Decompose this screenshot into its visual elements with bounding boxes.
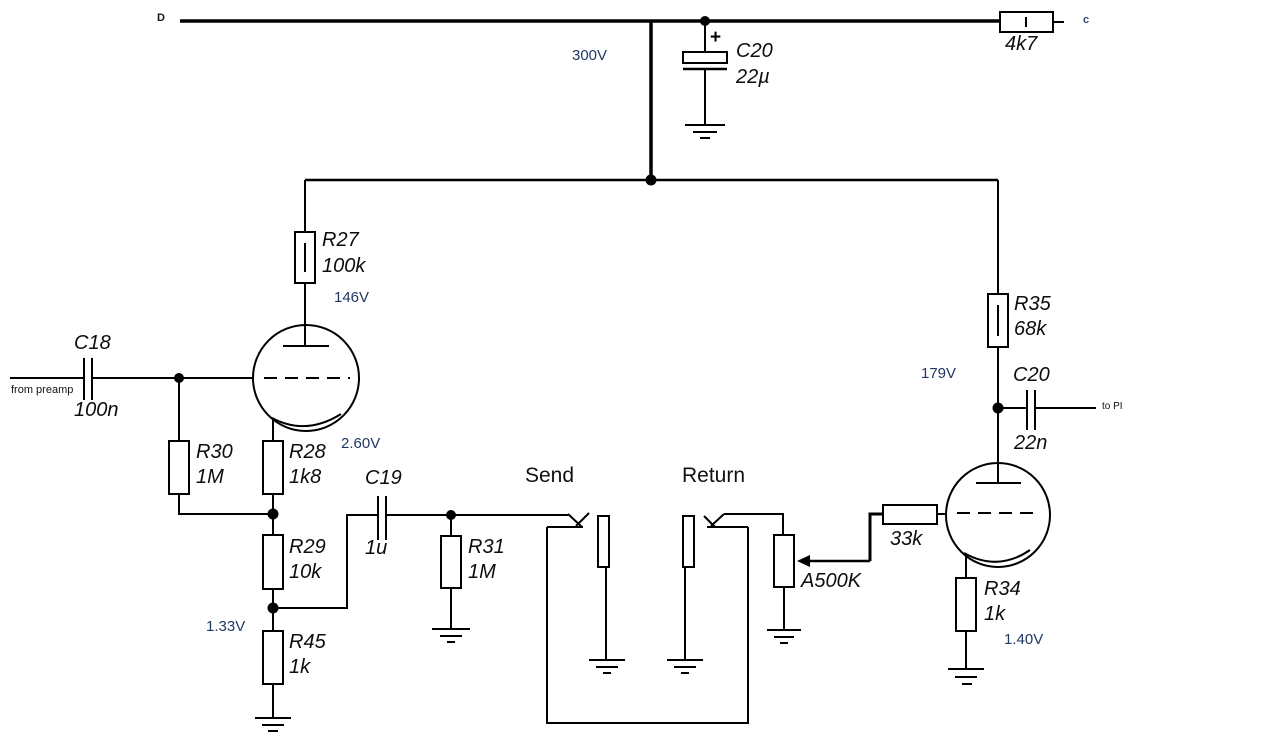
resistor-33k-value: 33k [890, 528, 923, 550]
potentiometer-a500k [773, 512, 883, 630]
c19-value: 1u [365, 537, 388, 559]
b-plus-rail [180, 16, 1000, 186]
pot-value: A500K [801, 570, 862, 592]
output-cap-ref: C20 [1013, 364, 1050, 386]
right-plate-voltage: 179V [921, 365, 957, 382]
r30-ref: R30 [196, 441, 233, 463]
ground-symbol-return-jack [667, 659, 703, 674]
output-cap-value: 22n [1014, 432, 1048, 454]
ground-symbol-r31 [432, 628, 470, 643]
left-plate-voltage: 146V [334, 289, 370, 306]
right-cathode-voltage: 1.40V [1004, 631, 1044, 648]
output-label: to PI [1102, 401, 1123, 412]
divider-node-voltage: 1.33V [206, 618, 246, 635]
send-jack [547, 512, 610, 660]
filter-cap-c20 [682, 21, 728, 125]
ground-symbol-send-jack [589, 659, 625, 674]
resistor-r30 [168, 378, 273, 515]
c19-ref: C19 [365, 467, 402, 489]
r34-ref: R34 [984, 578, 1021, 600]
jack-normal-loop [546, 526, 749, 724]
r45-ref: R45 [289, 631, 326, 653]
filter-cap-ref: C20 [736, 40, 773, 62]
resistor-r28 [262, 440, 284, 535]
return-jack [682, 513, 784, 660]
c18-value: 100n [74, 399, 119, 421]
r27-value: 100k [322, 255, 366, 277]
ground-symbol-pot [767, 629, 801, 644]
r34-value: 1k [984, 603, 1006, 625]
right-triode [945, 462, 1051, 578]
send-jack-label: Send [525, 464, 575, 487]
filter-cap-polarity: + [710, 27, 722, 48]
resistor-r29 [262, 534, 284, 631]
r31-value: 1M [468, 561, 496, 583]
resistor-4k7 [999, 11, 1064, 33]
ground-symbol-r34 [948, 668, 984, 685]
resistor-r45 [262, 630, 284, 718]
ground-symbol-filter-cap [685, 124, 725, 139]
supply-voltage-label: 300V [572, 47, 608, 64]
r29-value: 10k [289, 561, 322, 583]
resistor-r34 [955, 577, 977, 669]
resistor-33k [882, 504, 946, 525]
ground-symbol-r45 [255, 717, 291, 732]
r29-ref: R29 [289, 536, 326, 558]
r28-ref: R28 [289, 441, 326, 463]
c18-ref: C18 [74, 332, 111, 354]
resistor-r35 [987, 180, 1009, 483]
resistor-4k7-value: 4k7 [1005, 33, 1038, 55]
terminal-d-label: D [157, 12, 165, 24]
r30-value: 1M [196, 466, 224, 488]
resistor-r31 [440, 515, 462, 629]
output-cap-c20 [998, 390, 1096, 430]
left-cathode-voltage: 2.60V [341, 435, 381, 452]
return-jack-label: Return [682, 464, 746, 487]
r28-value: 1k8 [289, 466, 322, 488]
r35-value: 68k [1014, 318, 1047, 340]
filter-cap-value: 22µ [736, 66, 770, 88]
r35-ref: R35 [1014, 293, 1051, 315]
r31-ref: R31 [468, 536, 505, 558]
r45-value: 1k [289, 656, 311, 678]
r27-ref: R27 [322, 229, 359, 251]
resistor-r27 [294, 180, 316, 346]
send-cap-c19 [273, 496, 568, 609]
input-label: from preamp [11, 384, 74, 396]
terminal-c-label: c [1083, 14, 1090, 26]
